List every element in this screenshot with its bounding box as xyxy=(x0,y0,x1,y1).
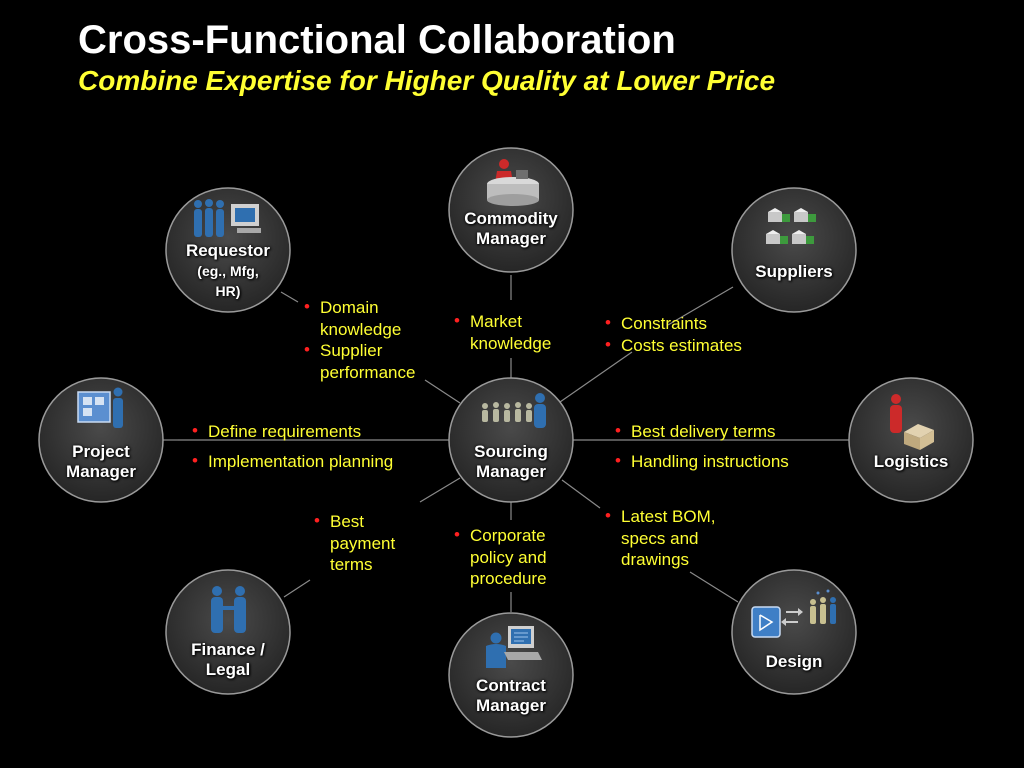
connector-finance-sourcing xyxy=(419,477,461,503)
notes-commodity: Market knowledge xyxy=(452,310,572,354)
supplier-buildings-icon xyxy=(766,208,816,244)
list-item: Implementation planning xyxy=(190,446,450,477)
people-with-computer-icon xyxy=(194,199,261,237)
list-item: Corporate policy and procedure xyxy=(452,524,572,590)
list-item: Best delivery terms xyxy=(613,416,843,447)
list-item: Market knowledge xyxy=(452,310,572,354)
handshake-people-icon xyxy=(211,586,246,633)
connector-design xyxy=(689,571,739,603)
connector-finance xyxy=(283,579,311,598)
person-at-computer-icon xyxy=(486,626,542,668)
list-item: Constraints xyxy=(603,312,783,335)
label-finance-legal: Finance /Legal xyxy=(191,640,265,679)
list-item: Domain knowledge xyxy=(302,296,442,340)
label-requestor: Requestor(eg., Mfg,HR) xyxy=(185,241,271,299)
person-with-chart-board-icon xyxy=(77,387,123,428)
design-drawing-icon xyxy=(751,589,836,638)
node-suppliers[interactable] xyxy=(731,187,857,313)
connector-requestor xyxy=(280,291,299,303)
node-commodity-manager[interactable] xyxy=(448,147,574,273)
list-item: Supplier performance xyxy=(302,339,442,383)
connector-requestor-sourcing xyxy=(424,379,461,404)
notes-design: Latest BOM, specs and drawings xyxy=(603,505,733,571)
person-with-package-icon xyxy=(890,394,934,450)
nodes xyxy=(38,147,974,738)
connector-suppliers xyxy=(559,351,633,403)
node-finance-legal[interactable] xyxy=(165,569,291,695)
notes-contract: Corporate policy and procedure xyxy=(452,524,572,590)
node-contract-manager[interactable] xyxy=(448,612,574,738)
team-group-icon xyxy=(482,393,546,428)
list-item: Latest BOM, specs and drawings xyxy=(603,505,733,571)
connector-design-sourcing xyxy=(561,479,601,509)
label-suppliers: Suppliers xyxy=(755,262,833,281)
label-logistics: Logistics xyxy=(873,452,949,471)
notes-requestor: Domain knowledge Supplier performance xyxy=(302,296,442,383)
notes-logistics: Best delivery terms Handling instruction… xyxy=(613,416,843,477)
node-sourcing-manager[interactable] xyxy=(448,377,574,503)
node-design[interactable] xyxy=(731,569,857,695)
list-item: Define requirements xyxy=(190,416,450,447)
list-item: Costs estimates xyxy=(603,334,783,357)
page-subtitle: Combine Expertise for Higher Quality at … xyxy=(78,65,776,96)
label-design: Design xyxy=(765,652,823,671)
list-item: Best payment terms xyxy=(312,510,407,576)
person-at-desk-icon xyxy=(487,159,539,206)
list-item: Handling instructions xyxy=(613,446,843,477)
node-project-manager[interactable] xyxy=(38,377,164,503)
notes-finance: Best payment terms xyxy=(312,510,407,576)
notes-project: Define requirements Implementation plann… xyxy=(190,416,450,477)
page-title: Cross-Functional Collaboration xyxy=(78,18,676,62)
notes-suppliers: Constraints Costs estimates xyxy=(603,312,783,357)
